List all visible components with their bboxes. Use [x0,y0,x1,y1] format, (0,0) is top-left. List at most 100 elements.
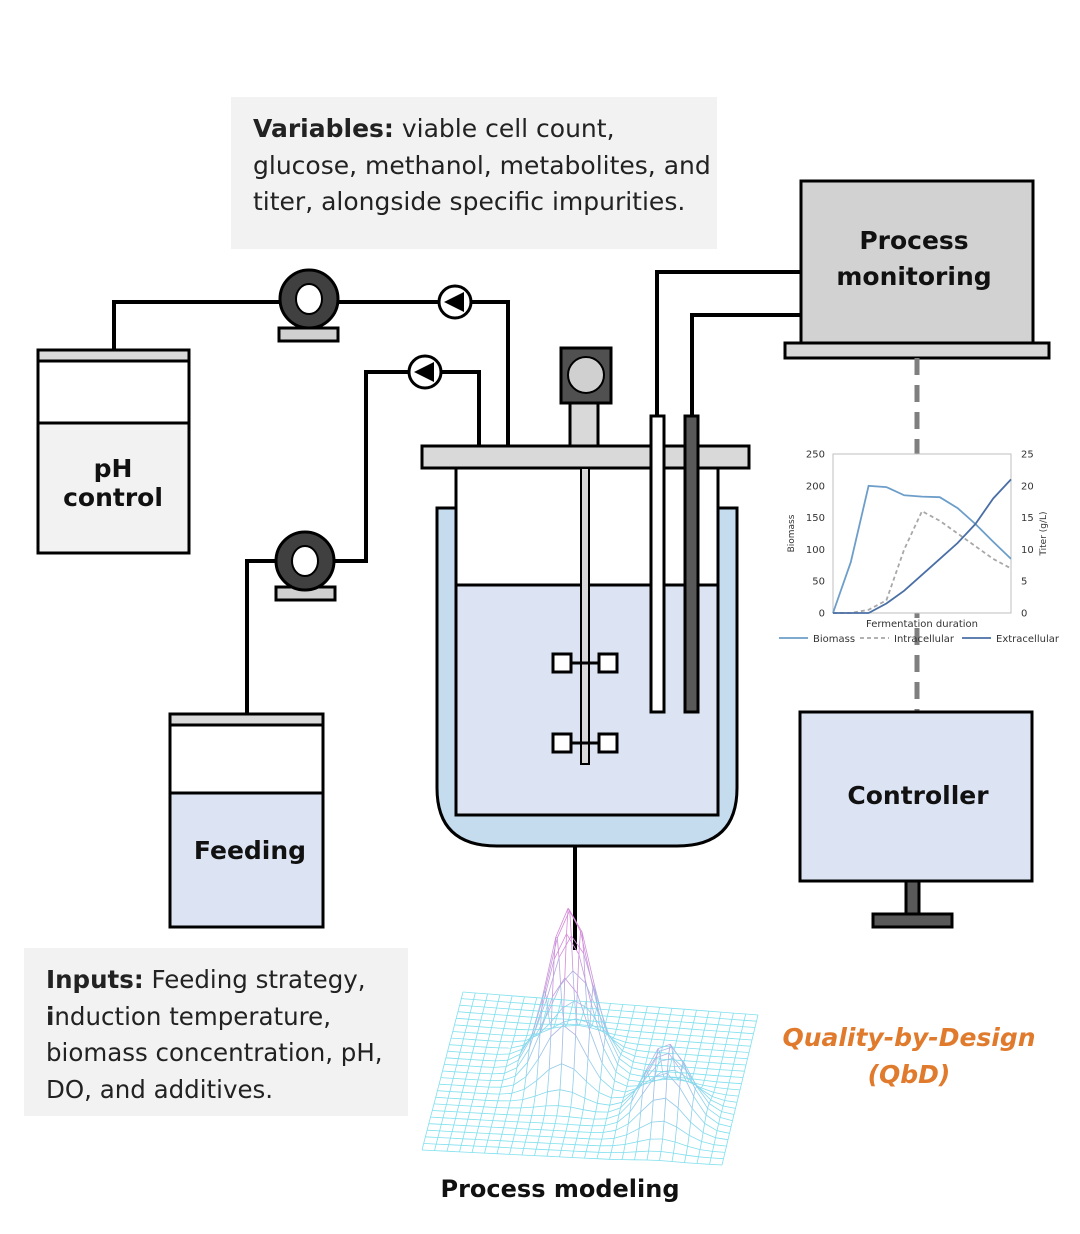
surface-mesh-line [657,1064,671,1067]
surface-mesh-line [679,1087,693,1109]
surface-mesh-line [702,1036,716,1038]
surface-mesh-line [487,1034,491,1041]
surface-mesh-line [570,935,585,954]
surface-mesh-line [555,1123,568,1125]
surface-mesh-line [540,1023,543,1030]
surface-mesh-line [551,1021,564,1029]
surface-mesh-line [436,1143,449,1146]
surface-mesh-line [460,1092,463,1099]
surface-mesh-line [482,1006,485,1014]
chart-legend-label: Extracellular [996,634,1060,645]
surface-mesh-line [476,1126,480,1134]
surface-mesh-line [719,1063,722,1070]
surface-mesh-line [442,1111,446,1118]
surface-mesh-line [473,1145,487,1147]
surface-mesh-line [578,954,592,1004]
surface-mesh-line [456,1058,459,1066]
chart-series-line-biomass [832,484,1012,614]
surface-mesh-line [496,1147,500,1154]
surface-mesh-line [709,1163,723,1166]
surface-mesh-line [647,1057,660,1060]
surface-mesh-line [726,1094,739,1097]
surface-mesh-line [590,987,594,1004]
surface-mesh-line [565,1130,579,1133]
surface-mesh-line [504,1066,507,1074]
surface-mesh-line [446,1104,459,1106]
surface-mesh-line [645,1057,648,1065]
surface-mesh-line [712,1096,725,1101]
surface-mesh-line [657,1048,660,1052]
surface-mesh-line [504,1114,508,1122]
surface-mesh-line [738,1045,751,1047]
surface-mesh-line [579,1118,582,1126]
surface-mesh-line [435,1137,439,1145]
surface-mesh-line [593,1111,597,1120]
surface-mesh-line [539,996,553,1034]
surface-mesh-line [710,1049,713,1057]
surface-mesh-line [510,1002,523,1004]
surface-mesh-line [744,1064,747,1072]
surface-mesh-line [728,1025,731,1032]
inputs-text-rest: nduction temperature, biomass concentrat… [46,1001,383,1104]
surface-mesh-line [656,1019,669,1022]
surface-mesh-line [505,1120,518,1123]
surface-mesh-line [467,1112,470,1120]
surface-mesh-line [697,1086,701,1089]
surface-mesh-line [484,1152,498,1155]
surface-mesh-line [719,1111,722,1118]
surface-mesh-line [461,1144,474,1147]
surface-mesh-line [600,1030,614,1039]
surface-mesh-line [537,1136,540,1143]
surface-mesh-line [562,1024,576,1036]
chart-left-tick-label: 0 [819,609,825,620]
surface-mesh-line [623,1042,626,1048]
surface-mesh-line [543,1011,547,1019]
surface-mesh-line [717,1018,720,1025]
chart-y-axis-label: Biomass [787,514,797,552]
surface-mesh-line [452,1131,465,1133]
surface-mesh-line [583,953,597,997]
surface-mesh-line [523,1034,537,1046]
surface-mesh-line [713,1137,716,1145]
surface-mesh-line [660,1052,674,1054]
surface-mesh-line [613,1037,626,1043]
surface-mesh-line [732,1114,735,1121]
surface-mesh-line [522,1089,525,1100]
surface-mesh-line [533,1004,536,1011]
surface-mesh-line [485,1099,498,1102]
surface-mesh-line [728,1031,742,1034]
surface-mesh-line [649,1071,663,1081]
surface-mesh-line [701,1087,714,1093]
surface-mesh-line [440,1077,454,1079]
surface-mesh-line [645,1012,659,1015]
surface-mesh-line [553,933,567,960]
surface-mesh-line [539,1028,552,1034]
surface-mesh-line [730,1019,733,1026]
surface-mesh-line [439,1124,442,1131]
surface-mesh-line [618,1054,622,1059]
chart-right-tick-label: 20 [1021,481,1034,492]
surface-mesh-line [622,1050,635,1057]
surface-mesh-line [550,1143,563,1145]
surface-mesh-line [446,1097,449,1105]
surface-mesh-line [556,1105,559,1116]
surface-mesh-line [553,1130,567,1132]
surface-mesh-line [726,1031,730,1039]
surface-mesh-line [566,933,580,955]
surface-mesh-line [576,954,580,994]
variables-text: viable cell count, glucose, methanol, me… [253,114,711,216]
surface-mesh-line [421,1149,435,1151]
surface-mesh-line [704,1114,707,1124]
surface-mesh-line [504,1067,518,1074]
surface-mesh-line [731,1019,745,1021]
surface-mesh-line [676,1040,689,1043]
surface-mesh-line [703,1023,707,1031]
surface-mesh-line [449,1044,462,1046]
surface-mesh-line [448,1144,462,1146]
surface-mesh-line [590,1003,604,1049]
surface-mesh-line [698,1156,712,1159]
surface-mesh-line [729,1126,732,1134]
surface-mesh-line [742,1020,745,1027]
surface-mesh-line [448,1097,461,1100]
